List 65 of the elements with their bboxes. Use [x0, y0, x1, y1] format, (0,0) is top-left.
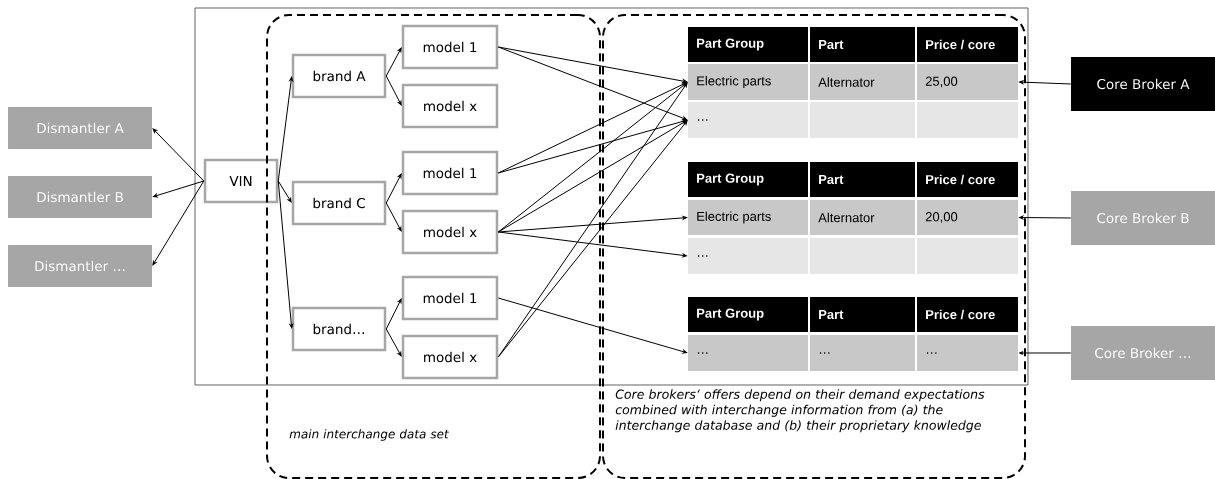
arrow: [385, 173, 402, 204]
arrow: [385, 47, 402, 77]
arrow: [152, 180, 205, 198]
node-label: Part Group: [697, 308, 764, 321]
arrow: [277, 76, 294, 182]
arrow: [277, 180, 294, 329]
node-label: Part: [819, 174, 844, 185]
node-label: Price / core: [926, 39, 995, 50]
arrow: [385, 298, 402, 330]
node-label: Part Group: [697, 38, 764, 51]
arrow: [497, 216, 687, 233]
tree-box: model 1: [401, 275, 499, 321]
node-label: Part Group: [697, 173, 764, 186]
arrow: [1019, 215, 1072, 220]
arrow: [152, 180, 205, 266]
arrow: [385, 202, 402, 232]
tree-box: model 1: [401, 24, 499, 70]
core-broker-box: Core Broker A: [1071, 57, 1215, 111]
arrow: [497, 82, 688, 233]
node-label: 20,00: [925, 212, 958, 223]
arrow: [1019, 351, 1072, 355]
node-label: 25,00: [925, 76, 958, 88]
node-label: Electric parts: [697, 75, 771, 89]
tree-box: model x: [401, 83, 499, 129]
table-row: …: [688, 102, 1018, 138]
tree-box: model 1: [401, 150, 499, 196]
table-row: Electric parts Alternator 20,00: [688, 200, 1018, 235]
table-header-row: Part Group Part Price / core: [688, 27, 1018, 62]
node-label: Electric parts: [697, 211, 771, 224]
tree-box: brand…: [291, 306, 387, 352]
node-label: Part: [819, 39, 844, 50]
arrow: [1019, 80, 1072, 85]
tree-box: model x: [401, 209, 499, 255]
table-row: …: [688, 238, 1018, 274]
arrow: [152, 128, 205, 182]
node-label: Price / core: [926, 174, 995, 185]
arrow: [385, 75, 402, 106]
arrow: [497, 82, 688, 174]
vin-box: VIN: [203, 158, 279, 204]
core-broker-box: Core Broker B: [1071, 191, 1215, 245]
dismantler-box: Dismantler A: [8, 107, 152, 149]
arrow: [277, 180, 292, 203]
arrow: [497, 120, 688, 233]
node-label: …: [926, 352, 937, 354]
node-label: Part: [819, 309, 844, 320]
tree-box: brand C: [291, 180, 387, 226]
node-label: …: [819, 352, 830, 354]
table-header-row: Part Group Part Price / core: [688, 297, 1018, 332]
arrow: [497, 46, 688, 121]
dismantler-box: Dismantler …: [8, 245, 152, 287]
table-header-row: Part Group Part Price / core: [688, 162, 1018, 197]
arrow: [497, 119, 688, 174]
arrow: [497, 231, 687, 258]
core-broker-box: Core Broker …: [1071, 326, 1215, 380]
dismantler-box: Dismantler B: [8, 176, 152, 218]
tree-box: brand A: [291, 53, 387, 99]
arrow: [385, 328, 402, 357]
node-label: Alternator: [818, 212, 875, 223]
node-label: Price / core: [926, 309, 995, 320]
node-label: …: [697, 352, 708, 354]
table-row: Electric parts Alternator 25,00: [688, 64, 1018, 100]
table-row: … … …: [688, 335, 1018, 371]
node-label: Alternator: [818, 77, 875, 87]
arrow: [497, 297, 688, 354]
tree-box: model x: [401, 334, 499, 380]
